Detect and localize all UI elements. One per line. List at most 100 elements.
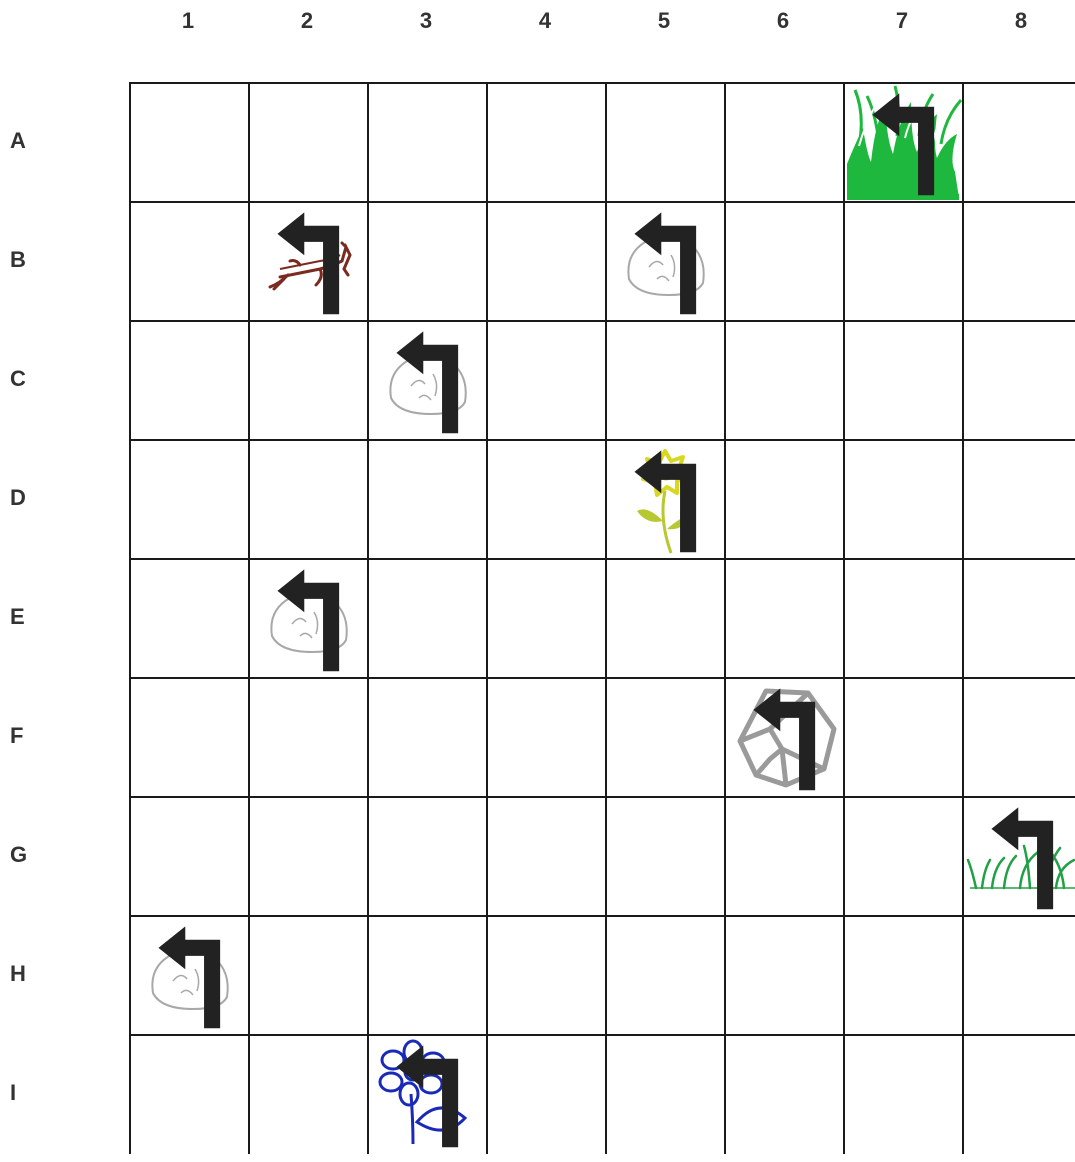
grid-cell-B2[interactable] xyxy=(248,201,368,321)
grid-cell-G7[interactable] xyxy=(843,796,963,916)
animal-piece[interactable] xyxy=(250,203,368,321)
grid-cell-H6[interactable] xyxy=(724,915,844,1035)
grid-cell-D3[interactable] xyxy=(367,439,487,559)
grid-cell-G3[interactable] xyxy=(367,796,487,916)
grid-cell-F8[interactable] xyxy=(962,677,1075,797)
grid-cell-I8[interactable] xyxy=(962,1034,1075,1154)
grid-cell-D2[interactable] xyxy=(248,439,368,559)
grid-cell-H1[interactable] xyxy=(129,915,249,1035)
turn-marker-icon xyxy=(256,564,272,586)
grid-cell-E6[interactable] xyxy=(724,558,844,678)
row-label-D: D xyxy=(10,485,34,511)
grid-cell-G4[interactable] xyxy=(486,796,606,916)
grid-cell-A6[interactable] xyxy=(724,82,844,202)
grid-cell-I6[interactable] xyxy=(724,1034,844,1154)
grid-cell-F2[interactable] xyxy=(248,677,368,797)
grid-cell-H2[interactable] xyxy=(248,915,368,1035)
grid-cell-I7[interactable] xyxy=(843,1034,963,1154)
grid-cell-F7[interactable] xyxy=(843,677,963,797)
small-grass-piece[interactable] xyxy=(964,798,1075,916)
grid-cell-F5[interactable] xyxy=(605,677,725,797)
turn-marker-icon xyxy=(375,1040,391,1062)
turn-marker-icon xyxy=(970,802,986,824)
grid-cell-B7[interactable] xyxy=(843,201,963,321)
grid-cell-C6[interactable] xyxy=(724,320,844,440)
grid-cell-E8[interactable] xyxy=(962,558,1075,678)
grid-cell-E2[interactable] xyxy=(248,558,368,678)
grid-cell-E7[interactable] xyxy=(843,558,963,678)
column-label-1: 1 xyxy=(129,8,247,34)
grid-cell-C1[interactable] xyxy=(129,320,249,440)
grid-cell-D4[interactable] xyxy=(486,439,606,559)
grid-cell-D6[interactable] xyxy=(724,439,844,559)
grid-cell-F4[interactable] xyxy=(486,677,606,797)
grid-cell-I5[interactable] xyxy=(605,1034,725,1154)
grid-cell-G6[interactable] xyxy=(724,796,844,916)
turn-marker-icon xyxy=(137,921,153,943)
pebble-piece[interactable] xyxy=(250,560,368,678)
boulder-piece[interactable] xyxy=(726,679,844,797)
grid-cell-A4[interactable] xyxy=(486,82,606,202)
grid-cell-C8[interactable] xyxy=(962,320,1075,440)
grid-cell-C2[interactable] xyxy=(248,320,368,440)
grid-cell-B6[interactable] xyxy=(724,201,844,321)
grid-cell-E5[interactable] xyxy=(605,558,725,678)
grid-cell-D8[interactable] xyxy=(962,439,1075,559)
grid-cell-D5[interactable] xyxy=(605,439,725,559)
grid-cell-C3[interactable] xyxy=(367,320,487,440)
pebble-piece[interactable] xyxy=(131,917,249,1035)
grid-cell-B5[interactable] xyxy=(605,201,725,321)
column-label-8: 8 xyxy=(962,8,1075,34)
grid-cell-A7[interactable] xyxy=(843,82,963,202)
row-label-H: H xyxy=(10,961,34,987)
grid-cell-I2[interactable] xyxy=(248,1034,368,1154)
grid-cell-E4[interactable] xyxy=(486,558,606,678)
grid-cell-H4[interactable] xyxy=(486,915,606,1035)
grid-cell-B3[interactable] xyxy=(367,201,487,321)
yellow-flower-piece[interactable] xyxy=(607,441,725,559)
grid-cell-G2[interactable] xyxy=(248,796,368,916)
grid-cell-H7[interactable] xyxy=(843,915,963,1035)
grid-cell-G1[interactable] xyxy=(129,796,249,916)
grid-cell-G8[interactable] xyxy=(962,796,1075,916)
grid-cell-A2[interactable] xyxy=(248,82,368,202)
grid-cell-I3[interactable] xyxy=(367,1034,487,1154)
blue-flower-piece[interactable] xyxy=(369,1036,487,1154)
grid-cell-A8[interactable] xyxy=(962,82,1075,202)
grid-cell-E3[interactable] xyxy=(367,558,487,678)
grid-cell-D7[interactable] xyxy=(843,439,963,559)
grid-cell-B4[interactable] xyxy=(486,201,606,321)
grid-cell-B1[interactable] xyxy=(129,201,249,321)
grid-cell-F3[interactable] xyxy=(367,677,487,797)
tall-grass-piece[interactable] xyxy=(845,84,963,202)
grid-cell-G5[interactable] xyxy=(605,796,725,916)
grid-cell-H3[interactable] xyxy=(367,915,487,1035)
turn-marker-icon xyxy=(613,445,629,467)
grid-cell-H8[interactable] xyxy=(962,915,1075,1035)
grid-cell-I1[interactable] xyxy=(129,1034,249,1154)
grid-cell-I4[interactable] xyxy=(486,1034,606,1154)
game-grid xyxy=(129,82,1075,1162)
grid-cell-A3[interactable] xyxy=(367,82,487,202)
grid-cell-A1[interactable] xyxy=(129,82,249,202)
grid-cell-D1[interactable] xyxy=(129,439,249,559)
grid-cell-F6[interactable] xyxy=(724,677,844,797)
row-label-F: F xyxy=(10,723,34,749)
turn-marker-icon xyxy=(851,88,867,110)
column-label-6: 6 xyxy=(724,8,842,34)
grid-cell-C4[interactable] xyxy=(486,320,606,440)
grid-cell-C5[interactable] xyxy=(605,320,725,440)
row-label-B: B xyxy=(10,247,34,273)
grid-cell-C7[interactable] xyxy=(843,320,963,440)
pebble-piece[interactable] xyxy=(607,203,725,321)
grid-cell-E1[interactable] xyxy=(129,558,249,678)
grid-cell-B8[interactable] xyxy=(962,201,1075,321)
row-label-G: G xyxy=(10,842,34,868)
grid-cell-A5[interactable] xyxy=(605,82,725,202)
turn-marker-icon xyxy=(613,207,629,229)
grid-cell-F1[interactable] xyxy=(129,677,249,797)
pebble-piece[interactable] xyxy=(369,322,487,440)
column-label-2: 2 xyxy=(248,8,366,34)
grid-cell-H5[interactable] xyxy=(605,915,725,1035)
column-label-7: 7 xyxy=(843,8,961,34)
